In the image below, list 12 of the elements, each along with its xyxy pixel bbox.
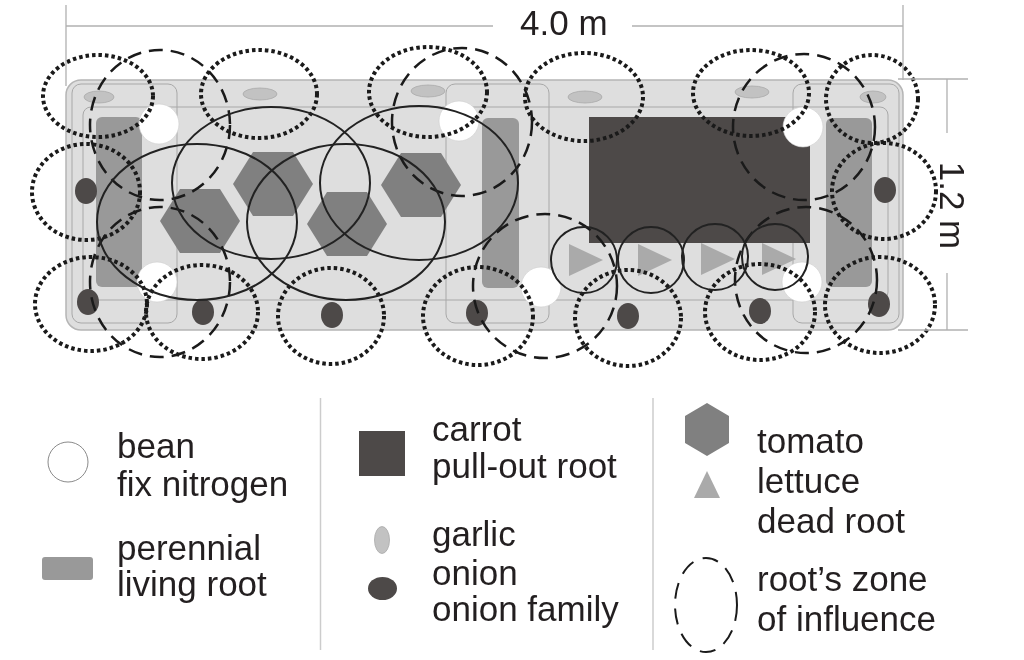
legend-label: carrot [432, 409, 522, 449]
dimension-label: 4.0 m [520, 3, 608, 43]
dimension-label: 1.2 m [935, 161, 971, 249]
legend-label: bean [117, 426, 195, 466]
legend-label: fix nitrogen [117, 464, 289, 504]
legend-label: tomato [757, 421, 864, 461]
legend-label: dead root [757, 501, 905, 541]
legend-label: perennial [117, 528, 261, 568]
legend-label: garlic [432, 514, 516, 554]
legend-label: root’s zone of influence [757, 559, 938, 639]
legend-label: lettuce [757, 461, 861, 501]
legend-label: pull-out root [432, 446, 617, 486]
